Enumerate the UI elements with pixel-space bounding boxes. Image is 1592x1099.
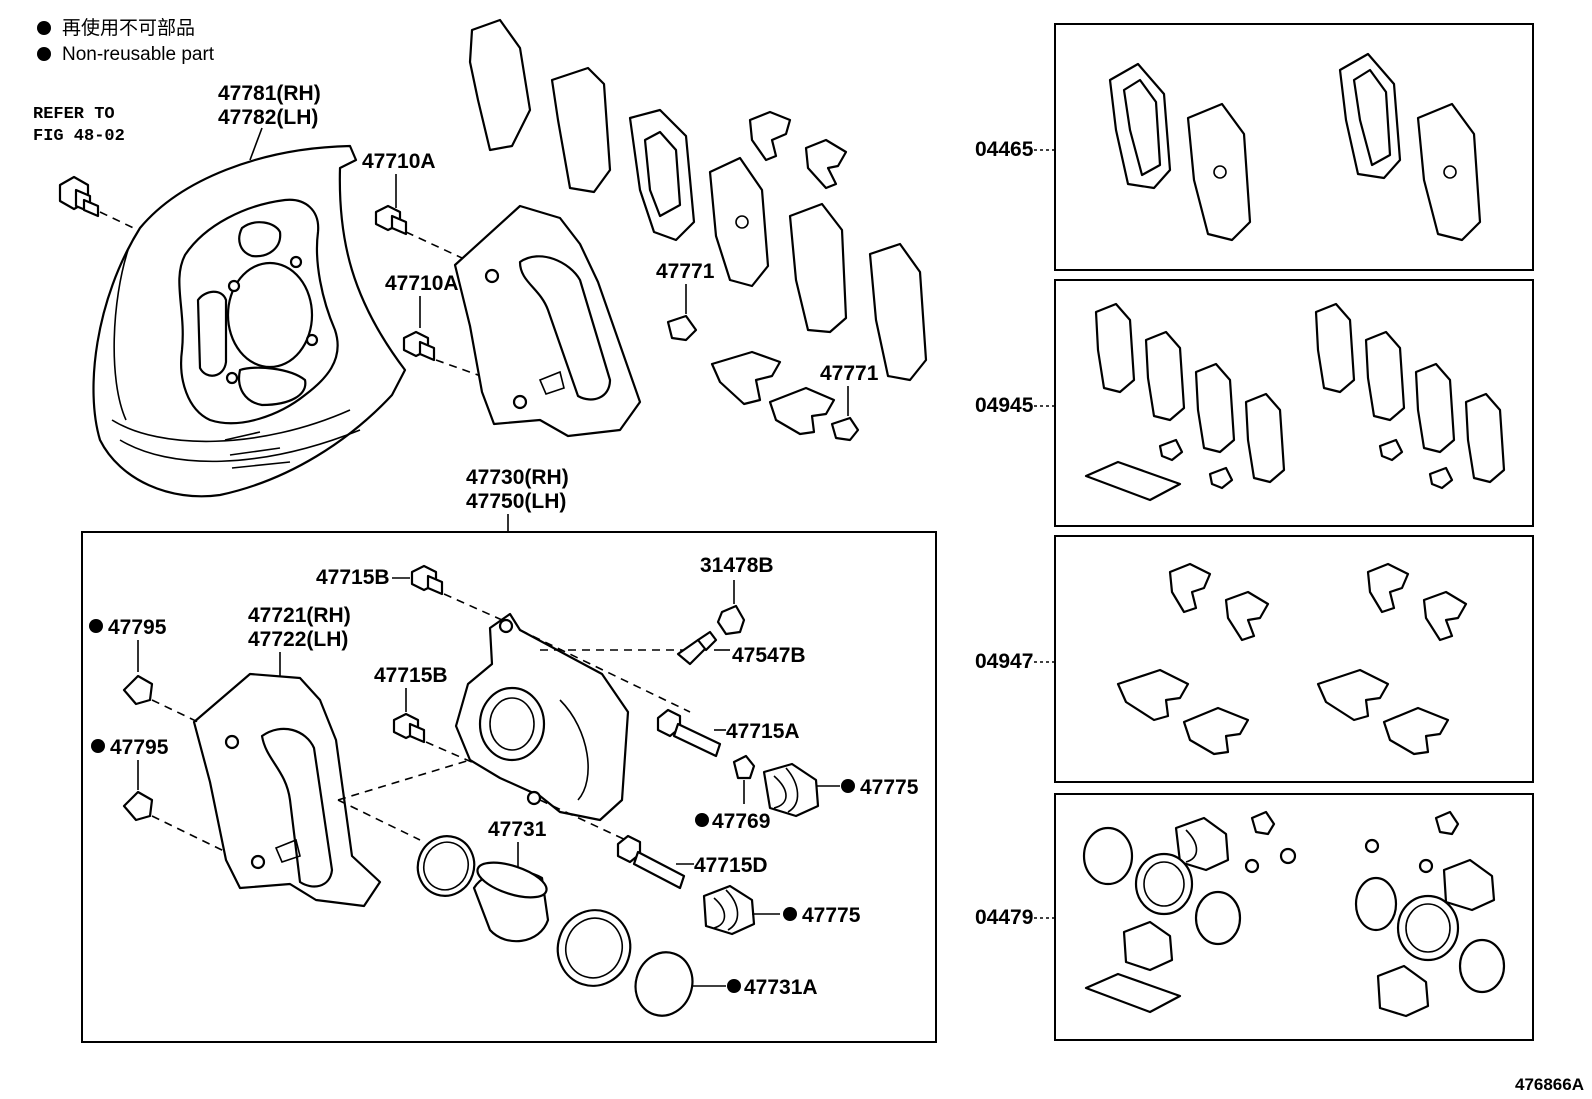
non-reusable-bullet-icon <box>91 739 105 753</box>
leader-cyl-pin-d <box>539 799 631 843</box>
label-cyl-assy-lh: 47750(LH) <box>466 490 566 513</box>
non-reusable-bullet-icon <box>37 21 51 35</box>
legend: 再使用不可部品 Non-reusable part <box>37 17 215 65</box>
label-boot-lower: 47775 <box>802 904 861 927</box>
kit-box-springs <box>1054 535 1534 783</box>
label-washer-lower: 47795 <box>110 736 169 759</box>
label-clip-upper: 47771 <box>656 260 715 283</box>
label-pin-d: 47715D <box>694 854 768 877</box>
label-bolt-b-lower: 47715B <box>374 664 448 687</box>
refer-bolt <box>58 175 100 218</box>
clip-47771-upper <box>666 314 698 342</box>
label-cyl-assy-rh: 47730(RH) <box>466 466 569 489</box>
washer-47795-upper <box>122 674 154 706</box>
non-reusable-bullet-icon <box>37 47 51 61</box>
label-mount-lh: 47722(LH) <box>248 628 348 651</box>
label-bolt-lower: 47710A <box>385 272 459 295</box>
label-mount-rh: 47721(RH) <box>248 604 351 627</box>
kit-cylinder-parts <box>1082 810 1506 1018</box>
legend-english: Non-reusable part <box>62 44 215 65</box>
clip-47771-lower <box>830 416 860 442</box>
illustration-id: 476866A <box>1515 1075 1584 1094</box>
pin-47715a <box>656 708 722 758</box>
bleeder-plug-47547b <box>676 630 718 666</box>
spring-set-upper <box>710 110 848 436</box>
leader-mount-seal <box>337 799 421 841</box>
leader-refer-bolt <box>99 211 143 233</box>
leader-cyl-pin-a <box>519 629 691 713</box>
label-bleeder-plug: 47547B <box>732 644 806 667</box>
label-clip-lower: 47771 <box>820 362 879 385</box>
piston-boot-ring <box>556 909 632 987</box>
label-kit-cylinder: 04479 <box>975 906 1033 929</box>
label-piston: 47731 <box>488 818 547 841</box>
non-reusable-bullet-icon <box>783 907 797 921</box>
kit-box-pads <box>1054 23 1534 271</box>
label-seal: 47731A <box>744 976 818 999</box>
kit-pads-parts <box>1108 52 1482 242</box>
washer-47795-lower <box>122 790 154 822</box>
boot-47775-upper <box>762 762 820 818</box>
dust-cover <box>92 144 407 498</box>
non-reusable-bullet-icon <box>89 619 103 633</box>
caliper-mounting-lower <box>192 672 382 908</box>
bolt-47715b-upper <box>410 564 444 596</box>
leader-bolt-b-upper-dash <box>443 593 503 621</box>
bolt-47710a-lower <box>402 330 436 362</box>
bleeder-cap-31478b <box>716 604 746 636</box>
leader-bolt-upper-dash <box>405 231 463 259</box>
label-kit-springs: 04947 <box>975 650 1033 673</box>
label-boot-upper: 47775 <box>860 776 919 799</box>
label-bushing: 47769 <box>712 810 770 833</box>
caliper-mounting-upper <box>453 204 642 438</box>
non-reusable-bullet-icon <box>695 813 709 827</box>
label-kit-pads: 04465 <box>975 138 1034 161</box>
kit-shims-parts <box>1084 302 1506 502</box>
seal-ring <box>416 835 476 897</box>
bushing-47769 <box>732 754 756 780</box>
legend-japanese: 再使用不可部品 <box>62 17 195 39</box>
leader-washer-lower-dash <box>151 815 227 853</box>
label-kit-shims: 04945 <box>975 394 1034 417</box>
kit-springs-parts <box>1116 562 1468 756</box>
pin-47715d <box>616 834 686 890</box>
kit-box-cylinder <box>1054 793 1534 1041</box>
kit-box-shims <box>1054 279 1534 527</box>
label-dust-cover-rh: 47781(RH) <box>218 82 321 105</box>
label-dust-cover-lh: 47782(LH) <box>218 106 318 129</box>
label-bolt-upper: 47710A <box>362 150 436 173</box>
non-reusable-bullet-icon <box>727 979 741 993</box>
leader-dust-cover <box>249 127 263 161</box>
refer-line1: REFER TO <box>33 105 115 124</box>
bolt-47715b-lower <box>392 712 426 744</box>
pad-set-upper <box>468 18 928 382</box>
leader-washer-upper-dash <box>151 699 199 723</box>
non-reusable-bullet-icon <box>841 779 855 793</box>
label-washer-upper: 47795 <box>108 616 167 639</box>
leader-mount-piston <box>337 759 471 801</box>
seal-47731a <box>634 951 694 1017</box>
boot-47775-lower <box>702 884 756 936</box>
cylinder-assy-box <box>81 531 937 1043</box>
piston-47731 <box>472 861 550 943</box>
caliper-cylinder <box>454 612 630 822</box>
refer-line2: FIG 48-02 <box>33 127 125 146</box>
label-bleeder-cap: 31478B <box>700 554 774 577</box>
bolt-47710a-upper <box>374 204 408 236</box>
label-bolt-b-upper: 47715B <box>316 566 390 589</box>
label-pin-a: 47715A <box>726 720 800 743</box>
